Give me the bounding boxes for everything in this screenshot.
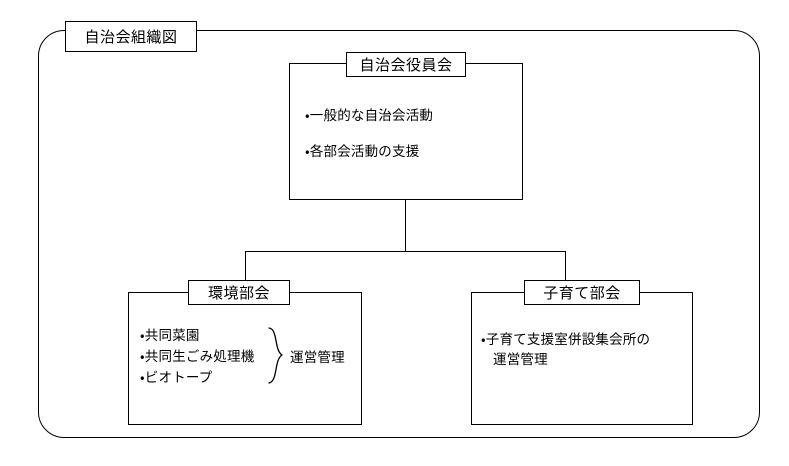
connector-horizontal-bus [245,251,566,253]
diagram-title: 自治会組織図 [65,21,197,52]
node-environment-section-body: ・共同菜園 ・共同生ごみ処理機 ・ビオトープ [140,328,358,391]
list-item-line2: 運営管理 [493,352,548,369]
connector-bus-to-environment [245,251,247,292]
list-item: ・各部会活動の支援 [305,143,420,160]
list-item: ・ビオトープ [140,369,213,386]
node-environment-section [128,292,362,425]
node-childcare-section-title: 子育て部会 [524,280,640,305]
node-exec-board-title: 自治会役員会 [346,52,466,77]
connector-bus-to-childcare [565,251,567,292]
list-item: ・共同菜園 [140,328,200,344]
list-item: ・一般的な自治会活動 [305,108,434,124]
list-item: ・共同生ごみ処理機 [140,348,255,365]
node-childcare-section-body: ・子育て支援室併設集会所の 運営管理 [481,330,687,371]
node-childcare-section [471,292,693,425]
diagram-outer-frame [38,30,760,438]
environment-brace-label: 運営管理 [290,350,345,366]
environment-brace-group: 運営管理 [262,326,372,386]
node-environment-section-title: 環境部会 [188,280,290,305]
list-item: ・子育て支援室併設集会所の 運営管理 [481,330,687,371]
list-item-line1: ・子育て支援室併設集会所の [481,332,651,348]
connector-exec-to-bus [405,200,407,252]
curly-brace-icon [268,327,283,384]
node-exec-board-body: ・一般的な自治会活動 ・各部会活動の支援 [305,108,515,161]
